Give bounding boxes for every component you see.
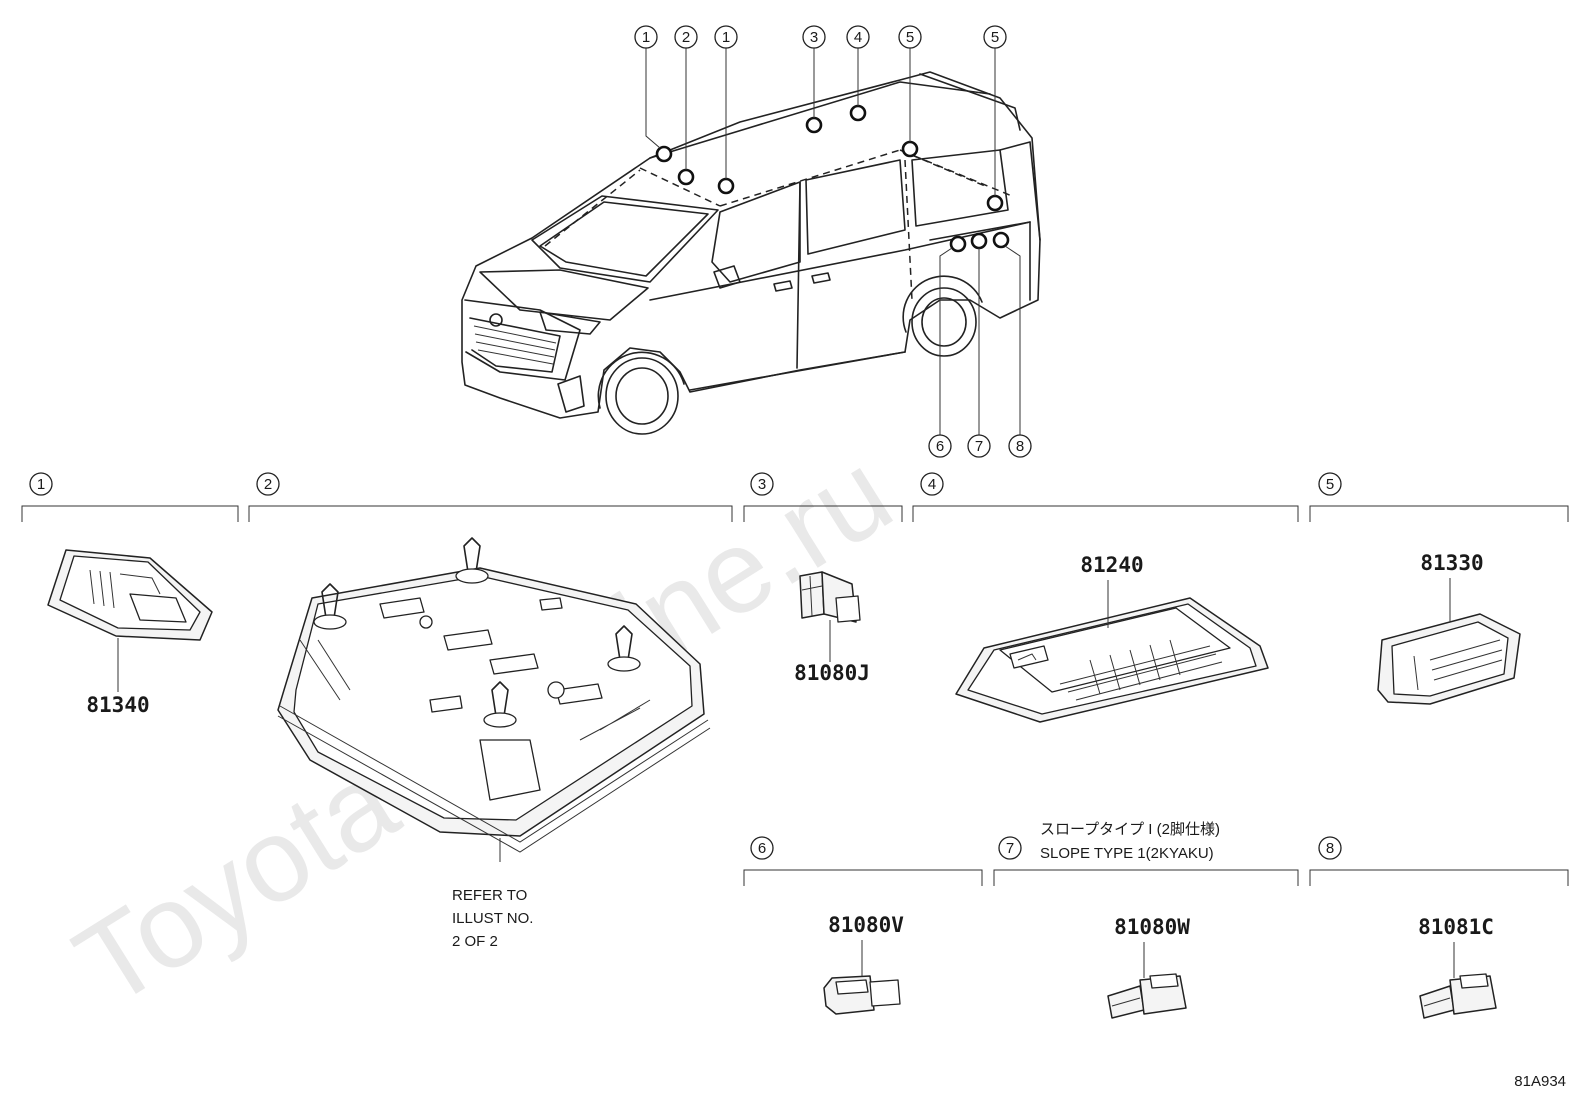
svg-text:7: 7	[975, 438, 983, 455]
vehicle-leaders	[645, 48, 1021, 436]
section-labels-row2: 6 7 8	[750, 836, 1342, 860]
svg-text:5: 5	[1326, 476, 1334, 493]
svg-text:6: 6	[758, 840, 766, 857]
svg-text:8: 8	[1326, 840, 1334, 857]
marker-1b	[717, 177, 735, 195]
section-callout-2: 2	[256, 472, 280, 496]
part-number-81340: 81340	[86, 693, 149, 717]
section-callout-3: 3	[750, 472, 774, 496]
vehicle-callout-2: 2	[674, 25, 698, 49]
part-number-81080J: 81080J	[794, 661, 870, 685]
part-roof-console	[277, 537, 711, 853]
slope-type-en: SLOPE TYPE 1(2KYAKU)	[1040, 845, 1214, 862]
section-callout-8: 8	[1318, 836, 1342, 860]
svg-text:1: 1	[722, 29, 730, 46]
marker-5b	[986, 194, 1004, 212]
svg-text:1: 1	[642, 29, 650, 46]
marker-8	[992, 231, 1010, 249]
svg-text:3: 3	[810, 29, 818, 46]
illustration-code: 81A934	[1514, 1073, 1566, 1090]
svg-text:4: 4	[854, 29, 862, 46]
refer-note: REFER TO ILLUST NO. 2 OF 2	[452, 887, 533, 950]
part-81081C-switch	[1419, 973, 1497, 1019]
part-number-81080V: 81080V	[828, 913, 904, 937]
part-81340-lamp	[47, 549, 213, 641]
marker-1a	[655, 145, 673, 163]
part-number-81330: 81330	[1420, 551, 1483, 575]
section-callout-6: 6	[750, 836, 774, 860]
svg-text:5: 5	[906, 29, 914, 46]
marker-4	[849, 104, 867, 122]
part-81080J-switch	[799, 571, 861, 623]
section-callout-1: 1	[29, 472, 53, 496]
part-number-81081C: 81081C	[1418, 915, 1494, 939]
svg-text:2: 2	[264, 476, 272, 493]
part-number-81080W: 81080W	[1114, 915, 1190, 939]
marker-7	[970, 232, 988, 250]
refer-line-2: ILLUST NO.	[452, 910, 533, 927]
svg-text:5: 5	[991, 29, 999, 46]
refer-line-1: REFER TO	[452, 887, 527, 904]
svg-text:8: 8	[1016, 438, 1024, 455]
section-brackets-row1	[21, 505, 1569, 522]
svg-text:6: 6	[936, 438, 944, 455]
svg-text:3: 3	[758, 476, 766, 493]
vehicle-callouts: 1 2 1 3 4 5 5 6 7 8	[634, 25, 1032, 458]
part-81080W-switch	[1107, 973, 1187, 1019]
marker-6	[949, 235, 967, 253]
vehicle-callout-4: 4	[846, 25, 870, 49]
marker-2	[677, 168, 695, 186]
svg-text:1: 1	[37, 476, 45, 493]
section-callout-7: 7	[998, 836, 1022, 860]
location-markers	[655, 104, 1010, 253]
part-81080V-switch	[823, 975, 901, 1015]
vehicle-callout-5a: 5	[898, 25, 922, 49]
vehicle-callout-8: 8	[1008, 434, 1032, 458]
part-number-81240: 81240	[1080, 553, 1143, 577]
refer-line-3: 2 OF 2	[452, 933, 498, 950]
vehicle-callout-7: 7	[967, 434, 991, 458]
vehicle-callout-6: 6	[928, 434, 952, 458]
part-81240-lamp	[955, 597, 1269, 723]
svg-text:7: 7	[1006, 840, 1014, 857]
vehicle-illustration	[461, 71, 1041, 435]
svg-text:2: 2	[682, 29, 690, 46]
section-callout-4: 4	[920, 472, 944, 496]
svg-text:4: 4	[928, 476, 936, 493]
section-brackets-row2	[743, 869, 1569, 886]
vehicle-callout-1b: 1	[714, 25, 738, 49]
section-labels-row1: 1 2 3 4 5	[29, 472, 1342, 496]
part-81330-lamp	[1377, 613, 1521, 705]
marker-3	[805, 116, 823, 134]
section-callout-5: 5	[1318, 472, 1342, 496]
vehicle-callout-3: 3	[802, 25, 826, 49]
vehicle-callout-5b: 5	[983, 25, 1007, 49]
marker-5a	[901, 140, 919, 158]
slope-type-jp: スロープタイプ I (2脚仕様)	[1040, 821, 1220, 838]
vehicle-callout-1a: 1	[634, 25, 658, 49]
